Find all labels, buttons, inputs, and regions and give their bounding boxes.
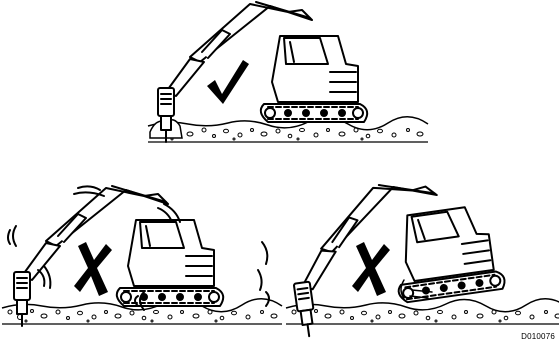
figure-reference-code: D010076: [521, 332, 555, 341]
panel-bottom-right-incorrect: [282, 170, 559, 338]
excavator-vibrating: [14, 186, 223, 326]
x-mark-icon: [352, 242, 390, 296]
panel-top-correct: [148, 2, 428, 142]
x-mark-icon: [74, 242, 112, 296]
check-mark-icon: [207, 60, 249, 104]
excavator-stable: [158, 2, 367, 142]
ground-gravel: [286, 299, 559, 324]
panel-bottom-left-incorrect: [2, 186, 282, 326]
